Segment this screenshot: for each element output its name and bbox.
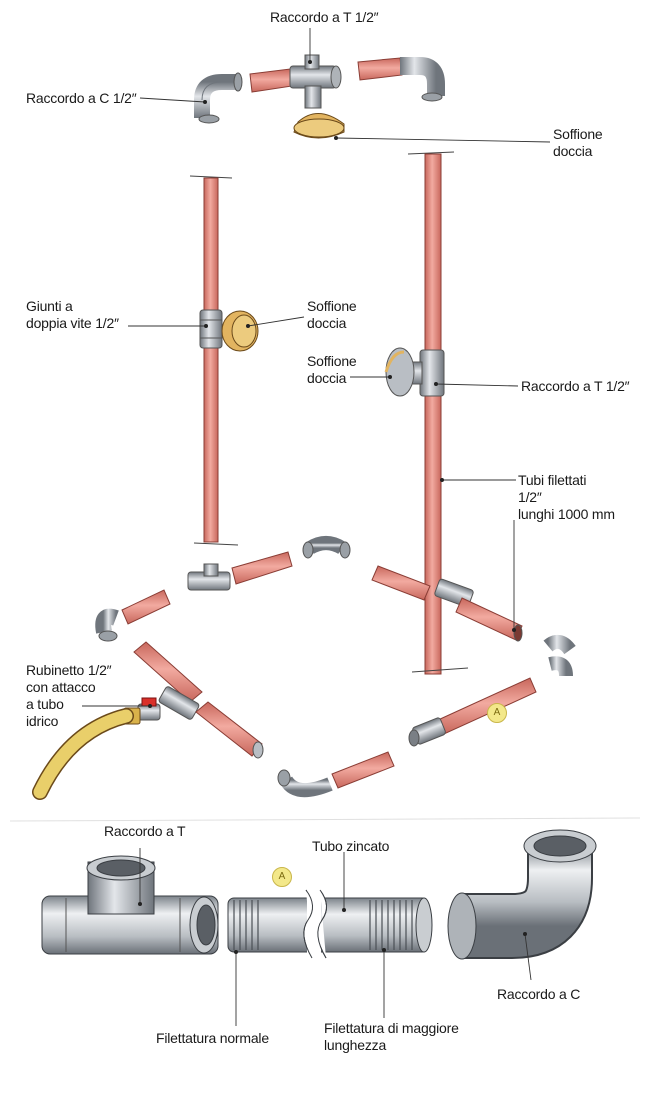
label-soffione-right: Soffione doccia: [307, 353, 357, 386]
left-upright: [189, 175, 259, 546]
label-soffione-left: Soffione doccia: [307, 298, 357, 331]
label-raccordo-c-top: Raccordo a C 1/2″: [26, 90, 137, 106]
detail-pipe: [227, 888, 433, 960]
right-upright: [384, 151, 469, 675]
divider: [9, 817, 641, 822]
badge-a-detail: A: [272, 867, 292, 887]
label-tubi-filettati: Tubi filettati 1/2″ lunghi 1000 mm: [518, 472, 615, 522]
detail-tee: [41, 855, 219, 955]
label-raccordo-t-detail: Raccordo a T: [104, 823, 186, 839]
label-raccordo-t-right: Raccordo a T 1/2″: [521, 378, 630, 394]
top-tee-assembly: [194, 54, 445, 139]
detail-elbow: [447, 829, 597, 960]
label-raccordo-c-detail: Raccordo a C: [497, 986, 581, 1002]
label-filettatura-normale: Filettatura normale: [156, 1030, 269, 1046]
label-tubo-zincato: Tubo zincato: [312, 838, 390, 854]
label-rubinetto: Rubinetto 1/2″ con attacco a tubo idrico: [26, 662, 112, 729]
base-frame: [32, 536, 576, 800]
leader-lines: [82, 28, 551, 1026]
label-filettatura-maggiore: Filettatura di maggiore lunghezza: [324, 1020, 459, 1053]
leader-dots: [138, 60, 527, 954]
label-giunti: Giunti a doppia vite 1/2″: [26, 298, 119, 331]
badge-a-frame: A: [487, 703, 507, 723]
label-soffione-top: Soffione doccia: [553, 126, 603, 159]
label-raccordo-t-top: Raccordo a T 1/2″: [270, 9, 379, 25]
